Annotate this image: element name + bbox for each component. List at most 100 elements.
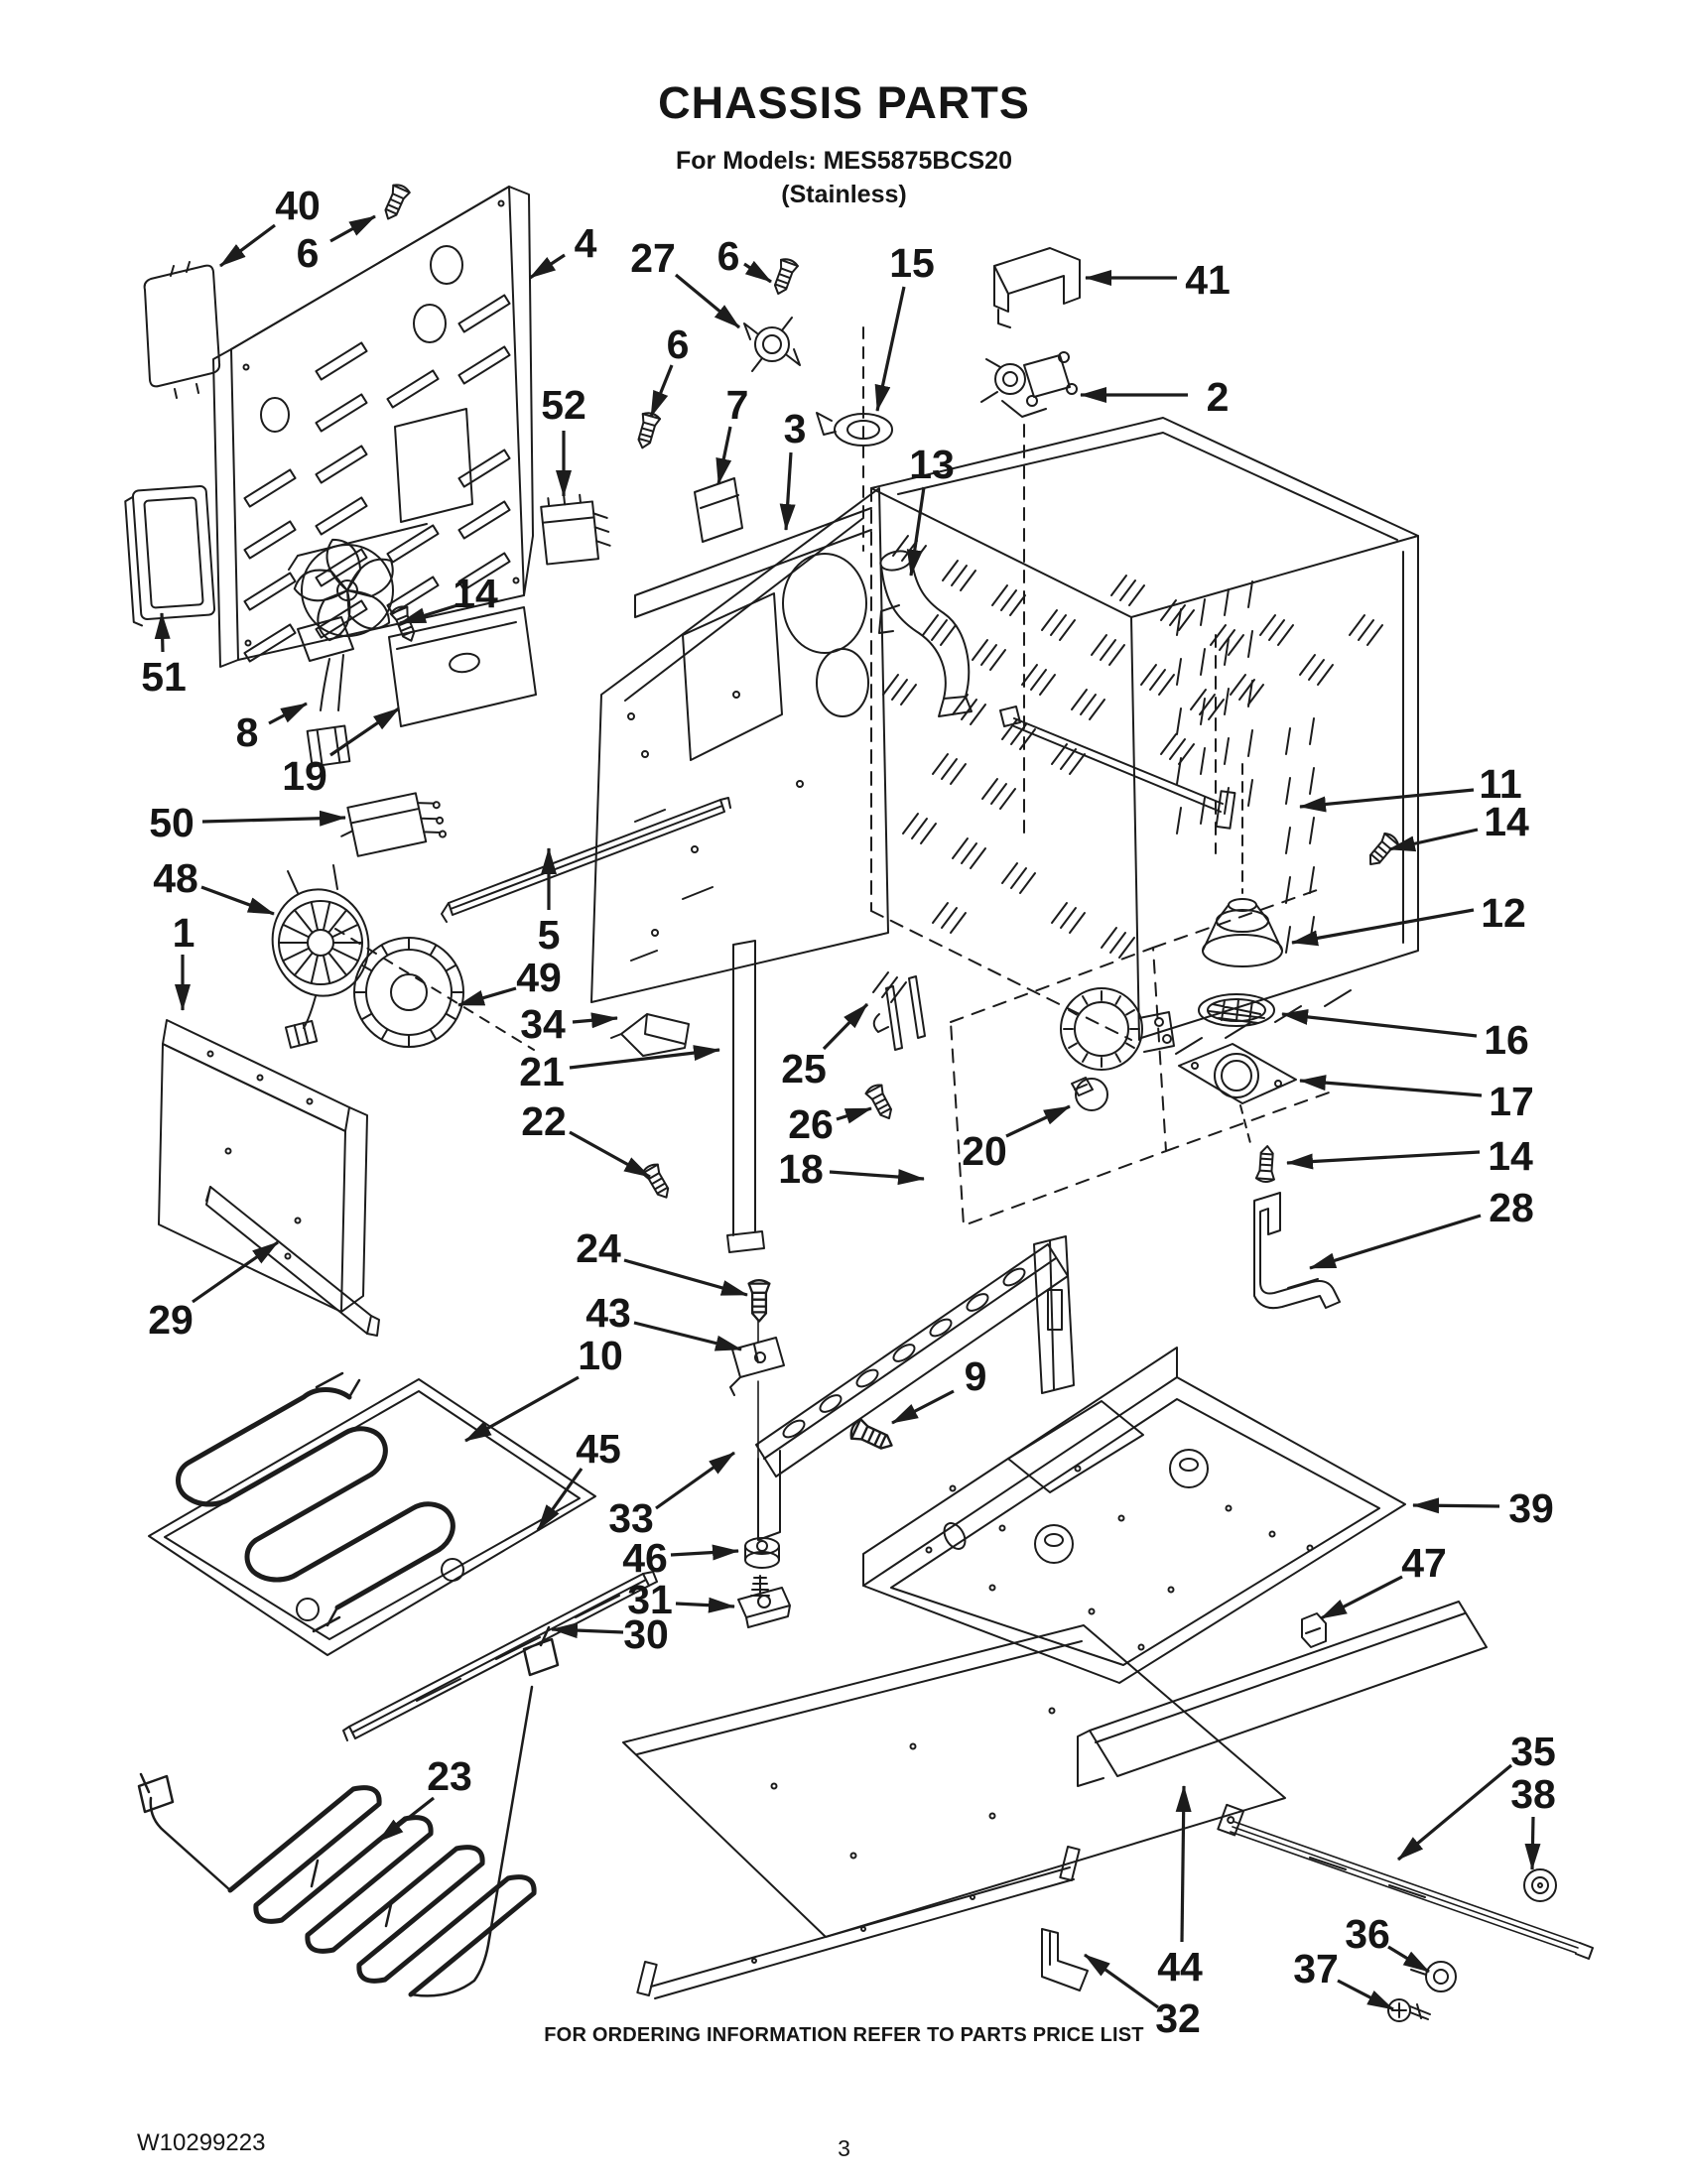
maintop-trim — [441, 797, 731, 923]
callout-30: 30 — [551, 1611, 669, 1657]
access-cover — [143, 261, 221, 399]
side-channel — [726, 940, 765, 1253]
callout-19: 19 — [282, 707, 400, 799]
callout-38: 38 — [1510, 1771, 1556, 1870]
screw-icon — [1363, 830, 1402, 871]
callout-25: 25 — [781, 1002, 869, 1092]
callout-45: 45 — [536, 1426, 621, 1531]
callout-22: 22 — [521, 1098, 651, 1179]
svg-text:7: 7 — [726, 382, 749, 428]
side-trim-frame — [124, 484, 216, 627]
callout-11: 11 — [1299, 761, 1522, 813]
clamp — [743, 317, 801, 372]
svg-text:3: 3 — [784, 406, 807, 451]
svg-text:2: 2 — [1207, 374, 1230, 420]
side-panel — [590, 487, 889, 1003]
svg-text:46: 46 — [622, 1535, 668, 1581]
svg-text:43: 43 — [585, 1290, 631, 1336]
bottom-rail — [636, 1846, 1081, 1999]
svg-text:26: 26 — [788, 1101, 834, 1147]
svg-text:14: 14 — [1488, 1133, 1533, 1179]
svg-text:14: 14 — [453, 571, 498, 616]
svg-text:16: 16 — [1484, 1017, 1529, 1063]
base-pan — [862, 1347, 1406, 1684]
svg-text:40: 40 — [275, 183, 321, 228]
callout-40: 40 — [219, 183, 321, 268]
screw-icon — [632, 410, 662, 451]
callout-26: 26 — [788, 1101, 872, 1147]
svg-text:4: 4 — [575, 220, 597, 266]
callout-33: 33 — [608, 1451, 735, 1541]
svg-text:12: 12 — [1481, 890, 1526, 936]
callout-39: 39 — [1412, 1485, 1554, 1531]
callout-29: 29 — [148, 1240, 279, 1343]
callout-6: 6 — [717, 233, 772, 284]
callout-8: 8 — [236, 702, 308, 755]
callout-46: 46 — [622, 1535, 739, 1581]
screw-icon — [846, 1416, 898, 1457]
thermostat-dial — [1060, 987, 1175, 1071]
finish-line: (Stainless) — [781, 181, 907, 208]
callout-20: 20 — [962, 1104, 1071, 1174]
callout-15: 15 — [874, 240, 935, 412]
callout-3: 3 — [779, 406, 807, 531]
svg-text:48: 48 — [153, 855, 198, 901]
ordering-note: FOR ORDERING INFORMATION REFER TO PARTS … — [544, 2024, 1144, 2046]
callout-1: 1 — [173, 910, 195, 1011]
svg-text:39: 39 — [1508, 1485, 1554, 1531]
wire-shield-bracket — [993, 247, 1081, 328]
screw-icon — [863, 1081, 898, 1124]
page-number: 3 — [838, 2135, 850, 2161]
callout-10: 10 — [464, 1333, 623, 1443]
oven-bottom-panel — [148, 1378, 596, 1656]
thermostat-box — [950, 888, 1333, 1226]
thermostat-valve — [980, 351, 1078, 842]
svg-text:30: 30 — [623, 1611, 669, 1657]
svg-text:6: 6 — [297, 230, 320, 276]
svg-text:18: 18 — [778, 1146, 824, 1192]
callout-4: 4 — [529, 220, 597, 280]
oven-cavity — [634, 417, 1419, 1055]
svg-text:24: 24 — [576, 1225, 621, 1271]
screw-icon — [378, 181, 412, 224]
callout-6: 6 — [297, 214, 376, 276]
callout-5: 5 — [538, 847, 560, 958]
capillary-tube — [999, 706, 1236, 830]
svg-text:14: 14 — [1484, 799, 1529, 844]
screw-icon — [1254, 1144, 1278, 1184]
callout-14: 14 — [1286, 1133, 1533, 1179]
mounting-bracket — [610, 1013, 690, 1057]
vent-filter — [1198, 993, 1275, 1027]
callout-51: 51 — [141, 612, 187, 700]
svg-text:17: 17 — [1489, 1079, 1534, 1124]
pan-clip — [1301, 1612, 1327, 1648]
document-number: W10299223 — [137, 2129, 266, 2156]
svg-text:44: 44 — [1157, 1944, 1203, 1990]
svg-text:31: 31 — [627, 1577, 673, 1622]
svg-text:29: 29 — [148, 1297, 194, 1343]
callout-27: 27 — [630, 235, 741, 329]
svg-text:6: 6 — [667, 321, 690, 367]
fan-cover — [353, 937, 464, 1048]
svg-text:22: 22 — [521, 1098, 567, 1144]
svg-text:51: 51 — [141, 654, 187, 700]
svg-text:25: 25 — [781, 1046, 827, 1092]
callout-50: 50 — [149, 800, 346, 845]
callout-16: 16 — [1281, 1008, 1529, 1063]
glide-foot — [744, 1537, 780, 1569]
svg-text:6: 6 — [717, 233, 740, 279]
bake-element — [176, 1371, 455, 1633]
vent-cap — [1202, 763, 1283, 967]
vent-plate — [1178, 1043, 1297, 1144]
terminal-block — [540, 493, 611, 566]
screw-icon — [768, 256, 800, 299]
svg-text:45: 45 — [576, 1426, 621, 1472]
svg-text:21: 21 — [519, 1049, 565, 1094]
svg-text:37: 37 — [1293, 1946, 1339, 1991]
svg-text:36: 36 — [1345, 1911, 1390, 1957]
svg-text:8: 8 — [236, 709, 259, 755]
callout-18: 18 — [778, 1146, 925, 1192]
callout-31: 31 — [627, 1577, 735, 1622]
